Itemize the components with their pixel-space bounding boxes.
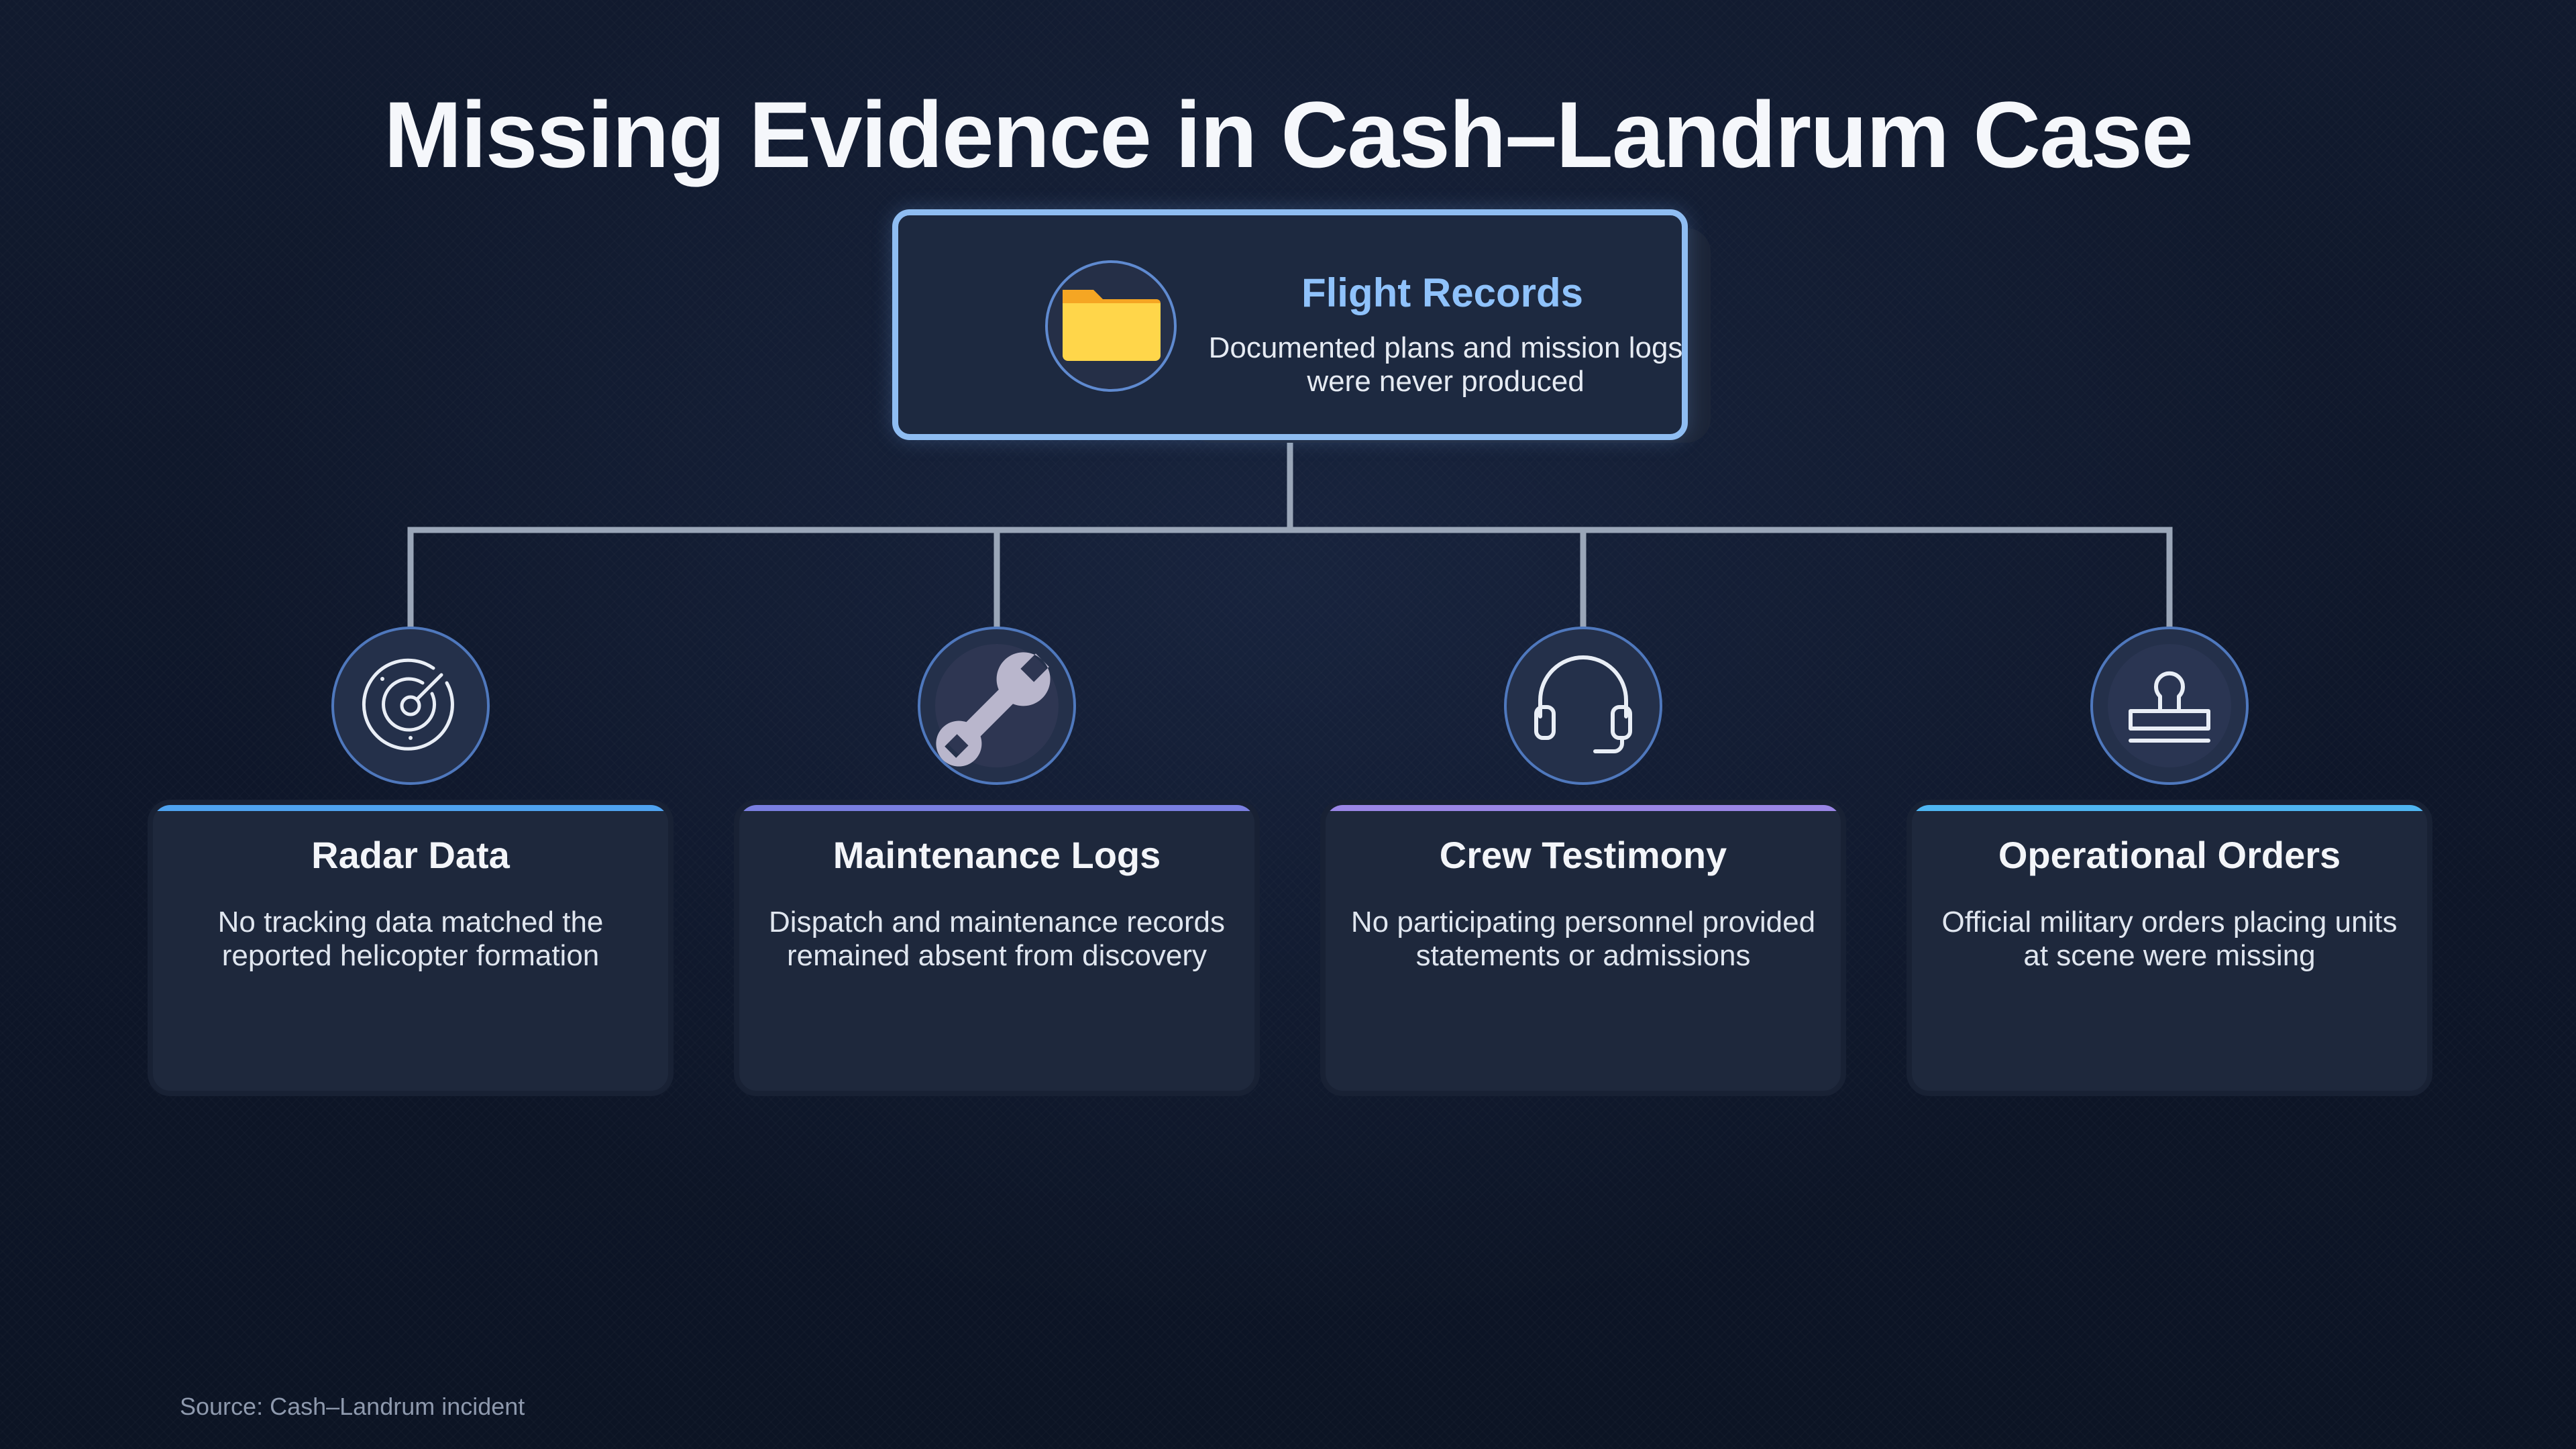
root-card xyxy=(892,209,1688,440)
wrench-icon-circle xyxy=(918,627,1076,785)
wrench-icon xyxy=(935,644,1059,767)
card-description: No tracking data matched the reported he… xyxy=(217,906,604,972)
card-title: Radar Data xyxy=(311,834,510,876)
card-crew-testimony: Crew Testimony No participating personne… xyxy=(1320,800,1846,1096)
card-accent-bar xyxy=(739,805,1254,811)
radar-icon-circle xyxy=(331,627,490,785)
card-accent-bar xyxy=(1912,805,2427,811)
stamp-icon-circle xyxy=(2090,627,2249,785)
card-title: Crew Testimony xyxy=(1439,834,1727,876)
headset-icon-circle xyxy=(1504,627,1662,785)
card-operational-orders: Operational Orders Official military ord… xyxy=(1907,800,2432,1096)
radar-icon xyxy=(362,658,454,751)
source-note: Source: Cash–Landrum incident xyxy=(180,1393,525,1420)
folder-icon xyxy=(1063,290,1161,361)
stamp-icon xyxy=(2108,644,2231,767)
card-title: Maintenance Logs xyxy=(833,834,1161,876)
card-radar-data: Radar Data No tracking data matched the … xyxy=(148,800,674,1096)
card-accent-bar xyxy=(1326,805,1841,811)
card-maintenance-logs: Maintenance Logs Dispatch and maintenanc… xyxy=(734,800,1260,1096)
card-description: Official military orders placing units a… xyxy=(1941,906,2398,972)
headset-icon xyxy=(1534,655,1632,753)
root-title: Flight Records xyxy=(1301,270,1584,315)
card-accent-bar xyxy=(153,805,668,811)
root-icon-circle xyxy=(1045,260,1177,392)
root-description: Documented plans and mission logs were n… xyxy=(1208,331,1683,398)
card-title: Operational Orders xyxy=(1998,834,2341,876)
card-description: No participating personnel provided stat… xyxy=(1350,906,1816,972)
card-description: Dispatch and maintenance records remaine… xyxy=(769,906,1225,972)
page-title: Missing Evidence in Cash–Landrum Case xyxy=(384,82,2194,187)
